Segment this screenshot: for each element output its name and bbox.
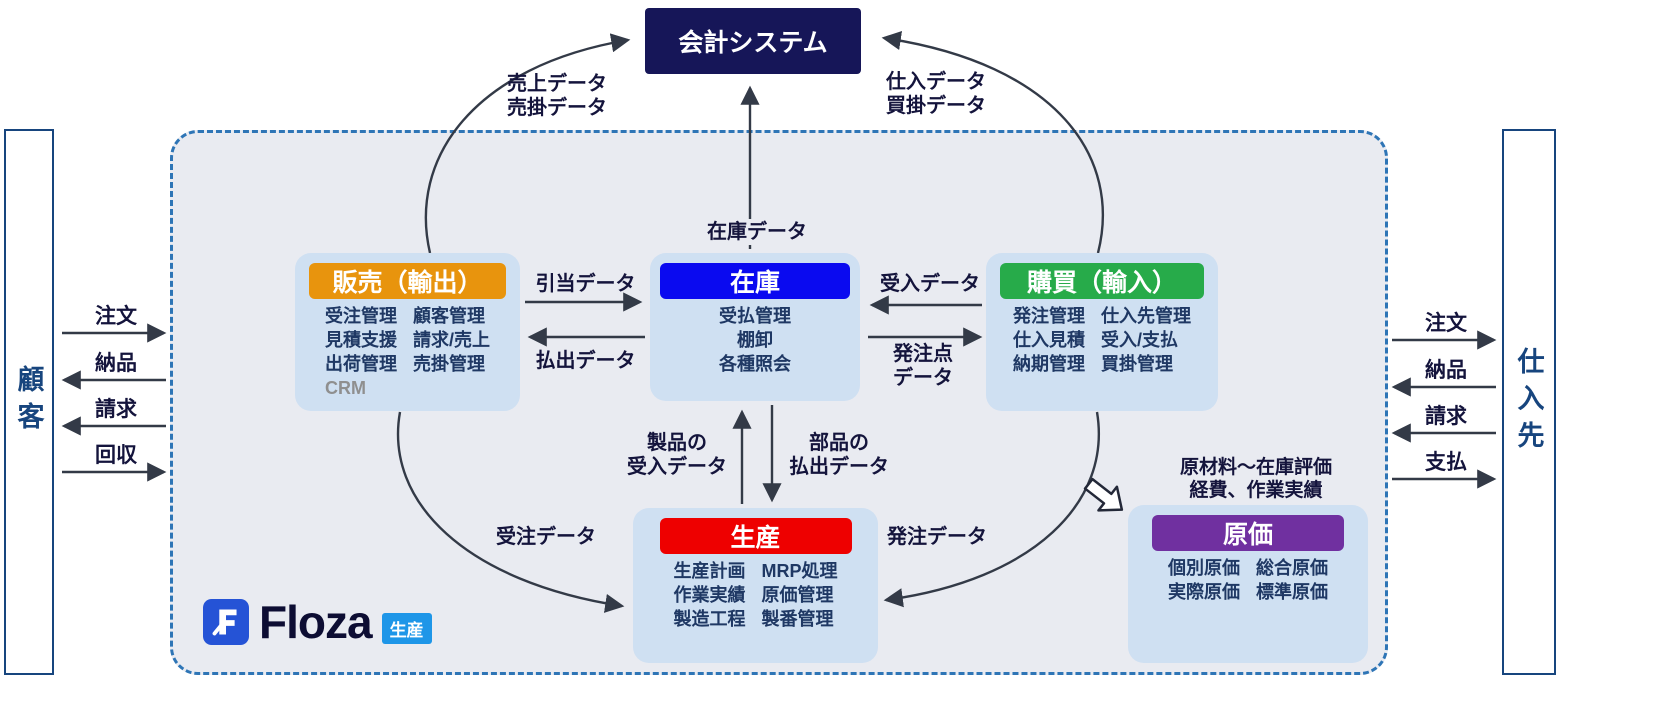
label-purchase-accounting-data: 仕入データ 買掛データ xyxy=(886,71,986,117)
label-parts-issue-data: 部品の 払出データ xyxy=(789,432,889,478)
accounting-system-box: 会計システム xyxy=(645,8,861,74)
label-issue-data: 払出データ xyxy=(535,350,636,372)
cost-module: 原価 個別原価 実際原価 総合原価 標準原価 xyxy=(1128,505,1368,663)
label-inventory-data: 在庫データ xyxy=(698,219,816,245)
label-purchase-order-data: 発注データ xyxy=(887,526,987,548)
floza-logo: Floza 生産 xyxy=(203,595,432,649)
customer-flow-delivery: 納品 xyxy=(95,352,137,375)
cost-module-items: 個別原価 実際原価 総合原価 標準原価 xyxy=(1128,555,1368,607)
module-item: 作業実績 xyxy=(673,584,746,605)
module-item: 買掛管理 xyxy=(1101,353,1173,374)
module-item: 生産計画 xyxy=(673,561,746,581)
supplier-flow-order: 注文 xyxy=(1425,312,1467,335)
module-item: 受払管理 xyxy=(719,306,791,326)
label-sales-accounting-data: 売上データ 売掛データ xyxy=(507,73,607,119)
label-cost-inputs-note: 原材料～在庫評価 経費、作業実績 xyxy=(1179,457,1332,501)
brand-name: Floza xyxy=(259,596,373,648)
sales-module: 販売（輸出） 受注管理 見積支援 出荷管理 CRM 顧客管理 請求/売上 売掛管… xyxy=(295,253,520,411)
sales-module-header: 販売（輸出） xyxy=(309,263,506,299)
module-item: 仕入先管理 xyxy=(1101,306,1191,326)
label-order-point-data: 発注点 データ xyxy=(893,343,953,389)
customer-flow-invoice: 請求 xyxy=(95,398,137,421)
module-item: 受入/支払 xyxy=(1101,329,1179,350)
customer-flow-order: 注文 xyxy=(95,305,137,328)
production-module: 生産 生産計画 作業実績 製造工程 MRP処理 原価管理 製番管理 xyxy=(633,508,878,663)
module-item: 標準原価 xyxy=(1256,581,1328,602)
label-allocation-data: 引当データ xyxy=(535,273,636,295)
module-item: 個別原価 xyxy=(1168,558,1240,578)
module-item: 受注管理 xyxy=(324,306,397,326)
label-sales-order-data: 受注データ xyxy=(496,526,596,548)
module-item: 仕入見積 xyxy=(1013,329,1085,350)
production-module-items: 生産計画 作業実績 製造工程 MRP処理 原価管理 製番管理 xyxy=(633,558,878,634)
sales-module-items: 受注管理 見積支援 出荷管理 CRM 顧客管理 請求/売上 売掛管理 xyxy=(295,303,520,403)
customer-flow-collection: 回収 xyxy=(95,444,137,467)
module-item: 実際原価 xyxy=(1168,581,1240,602)
supplier-box: 仕入先 xyxy=(1502,129,1556,675)
module-item: 製造工程 xyxy=(673,608,746,629)
supplier-flow-invoice: 請求 xyxy=(1425,405,1467,428)
purchase-module-items: 発注管理 仕入見積 納期管理 仕入先管理 受入/支払 買掛管理 xyxy=(986,303,1218,379)
module-item: 総合原価 xyxy=(1256,558,1328,578)
inventory-module: 在庫 受払管理 棚卸 各種照会 xyxy=(650,253,860,401)
brand-badge: 生産 xyxy=(381,613,432,644)
module-item: 原価管理 xyxy=(761,584,834,605)
label-product-receipt-data: 製品の 受入データ xyxy=(627,432,727,478)
module-item: 顧客管理 xyxy=(412,306,485,326)
module-item: 売掛管理 xyxy=(412,353,485,374)
purchase-module-header: 購買（輸入） xyxy=(1000,263,1204,299)
customer-box: 顧客 xyxy=(4,129,54,675)
inventory-module-header: 在庫 xyxy=(660,263,850,299)
module-item: 棚卸 xyxy=(737,329,773,350)
purchase-module: 購買（輸入） 発注管理 仕入見積 納期管理 仕入先管理 受入/支払 買掛管理 xyxy=(986,253,1218,411)
floza-f-icon xyxy=(203,599,249,645)
supplier-flow-payment: 支払 xyxy=(1425,451,1467,474)
module-item: 請求/売上 xyxy=(412,329,490,350)
inventory-module-items: 受払管理 棚卸 各種照会 xyxy=(650,303,860,379)
module-item: 見積支援 xyxy=(324,329,397,350)
module-item: 納期管理 xyxy=(1013,353,1085,374)
module-item: 製番管理 xyxy=(761,608,834,629)
production-module-header: 生産 xyxy=(659,518,852,554)
module-item: CRM xyxy=(324,377,366,398)
cost-module-header: 原価 xyxy=(1152,515,1344,551)
label-receipt-data: 受入データ xyxy=(880,273,980,295)
module-item: 各種照会 xyxy=(719,353,791,374)
module-item: 発注管理 xyxy=(1013,306,1085,326)
module-item: MRP処理 xyxy=(761,561,838,581)
module-item: 出荷管理 xyxy=(324,353,397,374)
supplier-flow-delivery: 納品 xyxy=(1425,359,1467,382)
